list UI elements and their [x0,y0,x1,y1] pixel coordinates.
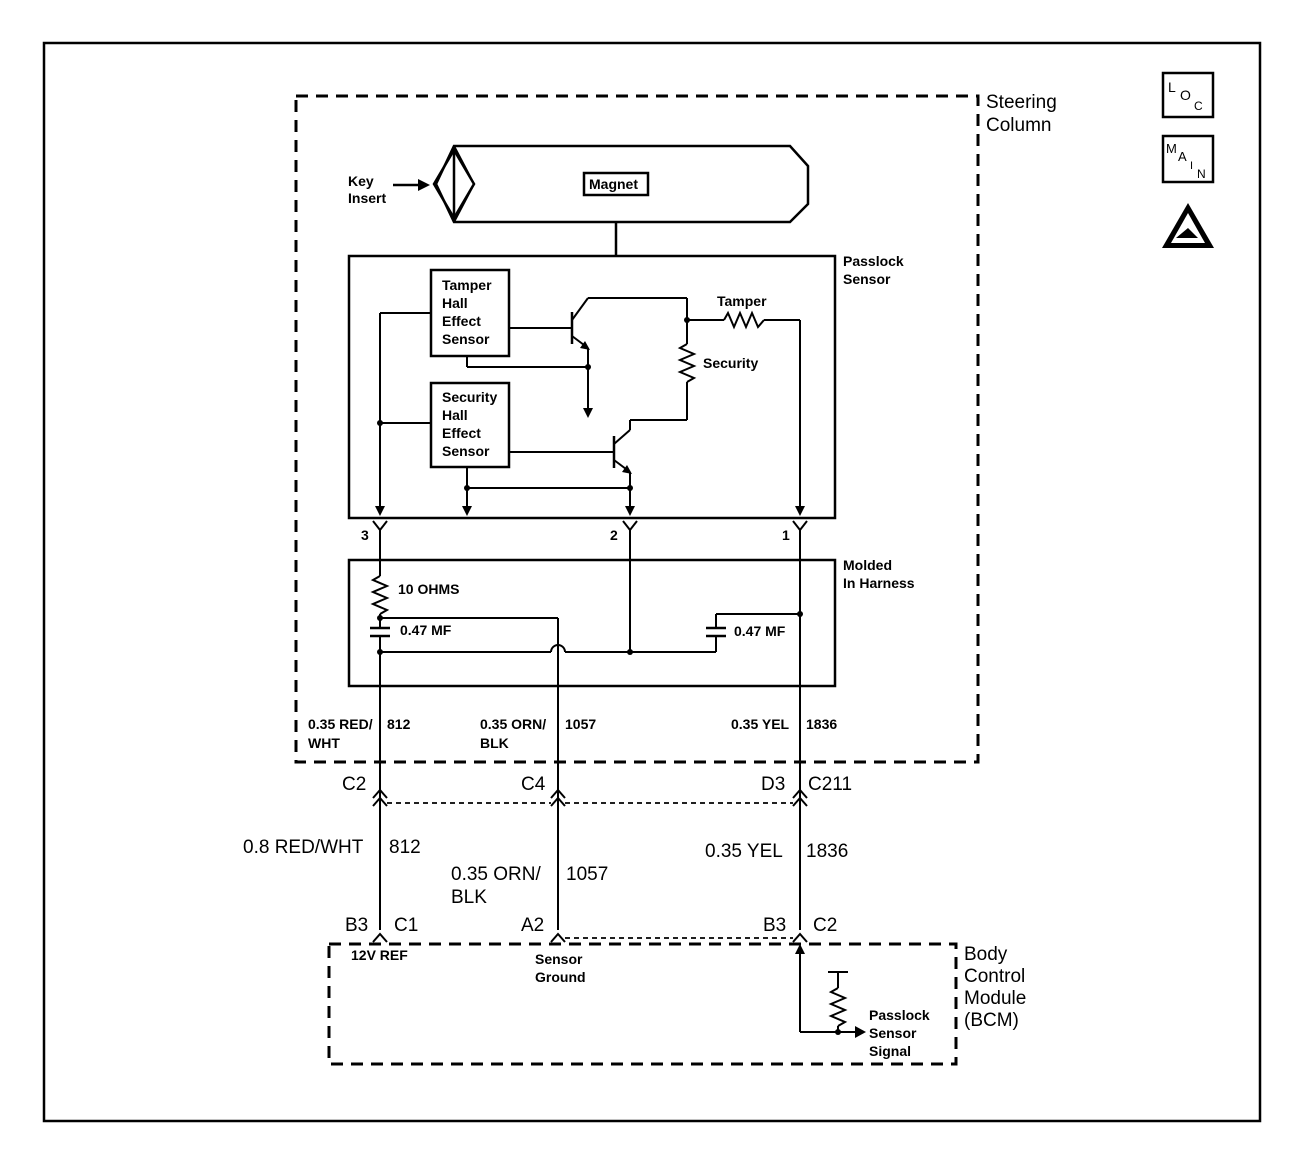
svg-text:C: C [1194,99,1203,113]
connector-pin-3 [372,520,388,560]
tamper-resistor [684,298,805,516]
bcm-b3-right-label: B3 [763,915,786,936]
magnet-label: Magnet [589,176,638,192]
pin-1-label: 1 [782,527,790,543]
svg-text:N: N [1197,167,1206,181]
molded-harness-label-2: In Harness [843,575,915,591]
connector-pin-2 [622,520,638,560]
tamper-hall-label-4: Sensor [442,331,490,347]
bcm-pullup-circuit [795,944,866,1038]
security-hall-label-3: Effect [442,425,481,441]
inner-wire-red-wht-circuit: 812 [387,716,411,732]
steering-column-label-2: Column [986,115,1051,136]
left-capacitor-label: 0.47 MF [400,622,452,638]
steering-column-boundary [294,94,980,764]
ten-ohm-label: 10 OHMS [398,581,459,597]
key-insert-arrowhead [418,179,430,191]
ten-ohm-resistor [370,560,390,624]
inner-wire-orn-blk-2: BLK [480,735,509,751]
bcm-connectors [372,932,808,943]
security-hall-label-2: Hall [442,407,468,423]
molded-harness-label-1: Molded [843,557,892,573]
inner-wire-yel: 0.35 YEL [731,716,790,732]
outer-wire-orn-blk-circuit: 1057 [566,864,608,885]
tamper-hall-label-1: Tamper [442,277,492,293]
security-resistor [630,320,697,421]
bcm-c2-label: C2 [813,915,837,936]
loc-icon: L O C [1161,71,1215,119]
steering-column-label-1: Steering [986,92,1057,113]
molded-harness-box [347,558,837,688]
outer-wire-red-wht: 0.8 RED/WHT [243,837,364,858]
svg-text:I: I [1190,160,1193,172]
inner-wire-orn-blk-circuit: 1057 [565,716,596,732]
inner-wire-orn-blk-1: 0.35 ORN/ [480,716,546,732]
outer-wire-yel-circuit: 1836 [806,841,848,862]
bcm-signal-label-2: Sensor [869,1025,917,1041]
bcm-signal-label-1: Passlock [869,1007,930,1023]
security-resistor-label: Security [703,355,758,371]
connector-c211 [372,788,808,807]
bcm-label-2: Control [964,966,1025,987]
pin3-internal-wiring [375,312,431,516]
tamper-hall-label-2: Hall [442,295,468,311]
svg-text:O: O [1180,87,1191,103]
bcm-12v-ref-label: 12V REF [351,947,408,963]
tamper-transistor [466,297,687,418]
security-transistor [509,420,635,516]
passlock-sensor-label-2: Sensor [843,271,891,287]
security-hall-sensor [429,381,511,469]
bcm-label-3: Module [964,988,1026,1009]
security-hall-label-1: Security [442,389,497,405]
bcm-a2-label: A2 [521,915,544,936]
right-capacitor-label: 0.47 MF [734,623,786,639]
bcm-sensor-ground-label-1: Sensor [535,951,583,967]
c211-d3-label: D3 [761,774,785,795]
main-icon: M A I N [1161,134,1215,184]
bcm-c1-label: C1 [394,915,418,936]
outer-wire-orn-blk-1: 0.35 ORN/ [451,864,541,885]
outer-wire-red-wht-circuit: 812 [389,837,421,858]
pin-3-label: 3 [361,527,369,543]
key-insert-label-1: Key [348,173,374,189]
svg-text:A: A [1178,149,1187,164]
outer-wire-yel: 0.35 YEL [705,841,783,862]
inner-wire-red-wht-1: 0.35 RED/ [308,716,373,732]
bcm-label-4: (BCM) [964,1010,1019,1031]
c211-c2-label: C2 [342,774,366,795]
esd-warning-icon [1162,203,1214,248]
svg-text:M: M [1166,141,1177,156]
passlock-sensor-box [347,254,837,520]
bcm-label-1: Body [964,944,1008,965]
harness-ground-wiring [377,560,717,655]
c211-name-label: C211 [808,774,852,795]
outer-wire-orn-blk-2: BLK [451,887,487,908]
inner-wire-red-wht-2: WHT [308,735,340,751]
bcm-b3-left-label: B3 [345,915,368,936]
c211-c4-label: C4 [521,774,546,795]
bcm-signal-label-3: Signal [869,1043,911,1059]
lock-cylinder [432,144,810,224]
ground-bus [462,467,633,516]
svg-text:L: L [1168,79,1176,95]
magnet-box [582,171,650,197]
tamper-hall-label-3: Effect [442,313,481,329]
left-capacitor [370,624,390,638]
bcm-boundary [327,942,958,1066]
pin-2-label: 2 [610,527,618,543]
inner-wire-yel-circuit: 1836 [806,716,837,732]
security-hall-label-4: Sensor [442,443,490,459]
key-insert-label-2: Insert [348,190,386,206]
bcm-sensor-ground-label-2: Ground [535,969,586,985]
passlock-sensor-label-1: Passlock [843,253,904,269]
tamper-resistor-label: Tamper [717,293,767,309]
page-frame [42,41,1262,1123]
connector-pin-1 [792,520,808,560]
